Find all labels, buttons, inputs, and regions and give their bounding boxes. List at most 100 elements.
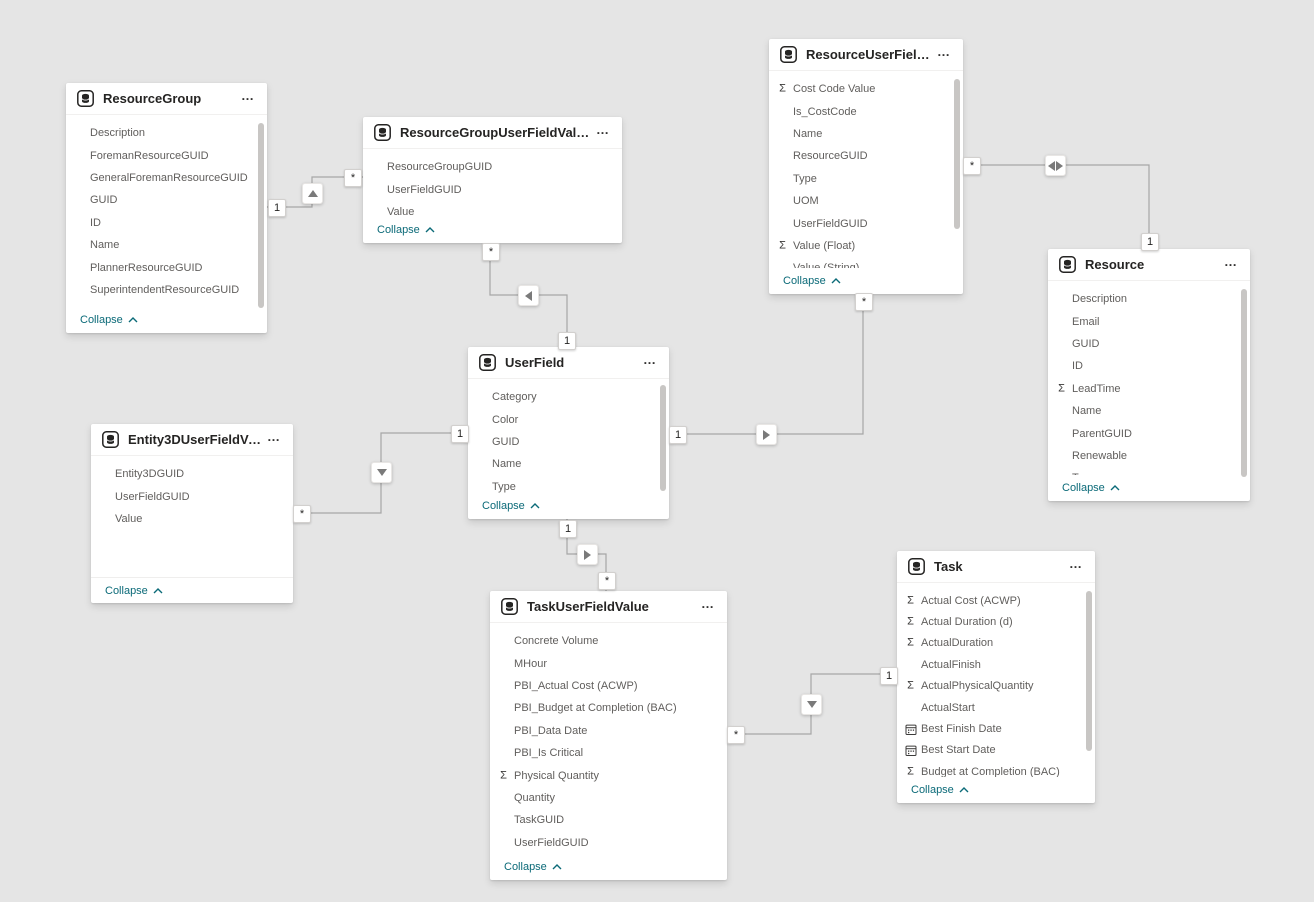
field-row[interactable]: UserFieldGUID (769, 212, 963, 234)
cardinality-badge[interactable]: 1 (268, 199, 286, 217)
field-row[interactable]: Name (66, 234, 267, 256)
field-row[interactable]: MHour (490, 652, 727, 674)
field-row[interactable]: ActualStart (897, 697, 1095, 718)
cardinality-badge[interactable]: * (482, 243, 500, 261)
field-row[interactable]: Quantity (490, 787, 727, 809)
scrollbar-thumb[interactable] (954, 79, 960, 229)
field-row[interactable]: Email (1048, 310, 1250, 332)
field-row[interactable]: Description (66, 122, 267, 144)
scrollbar-thumb[interactable] (1086, 591, 1092, 751)
cardinality-badge[interactable]: * (963, 157, 981, 175)
more-options-button[interactable]: … (267, 428, 281, 444)
filter-direction-left-icon[interactable] (518, 285, 539, 306)
field-row[interactable]: Best Start Date (897, 740, 1095, 761)
field-row[interactable]: GeneralForemanResourceGUID (66, 167, 267, 189)
field-row[interactable]: Name (1048, 400, 1250, 422)
field-row[interactable]: Type (1048, 467, 1250, 475)
table-card-header[interactable]: ResourceGroupUserFieldValue… (363, 117, 622, 149)
field-row[interactable]: Name (769, 123, 963, 145)
collapse-button[interactable]: Collapse (377, 224, 435, 236)
field-row[interactable]: GUID (66, 189, 267, 211)
more-options-button[interactable]: … (701, 595, 715, 611)
field-row[interactable]: Is_CostCode (769, 100, 963, 122)
field-row[interactable]: Value (363, 201, 622, 217)
cardinality-badge[interactable]: * (344, 169, 362, 187)
cardinality-badge[interactable]: * (293, 505, 311, 523)
field-row[interactable]: Renewable (1048, 445, 1250, 467)
field-row[interactable]: UserFieldGUID (363, 178, 622, 200)
field-row[interactable]: ID (1048, 355, 1250, 377)
more-options-button[interactable]: … (241, 87, 255, 103)
table-card-header[interactable]: Entity3DUserFieldValue… (91, 424, 293, 456)
relationship-line-userfield-to-rufv[interactable] (669, 294, 864, 435)
field-row[interactable]: Name (468, 453, 669, 475)
filter-direction-down-icon[interactable] (371, 462, 392, 483)
more-options-button[interactable]: … (1069, 555, 1083, 571)
field-row[interactable]: GUID (1048, 333, 1250, 355)
field-row[interactable]: ForemanResourceGUID (66, 144, 267, 166)
field-row[interactable]: SuperintendentResourceGUID (66, 279, 267, 301)
field-row[interactable]: ResourceGUID (769, 145, 963, 167)
filter-direction-right-icon[interactable] (577, 544, 598, 565)
filter-direction-right-icon[interactable] (756, 424, 777, 445)
field-row[interactable]: PlannerResourceGUID (66, 256, 267, 278)
table-card-header[interactable]: Resource… (1048, 249, 1250, 281)
field-row[interactable]: Value (String) (769, 257, 963, 268)
field-row[interactable]: Category (468, 386, 669, 408)
collapse-button[interactable]: Collapse (105, 585, 163, 597)
field-row[interactable]: Best Finish Date (897, 718, 1095, 739)
field-row[interactable]: URL (66, 301, 267, 307)
field-row[interactable]: PBI_Budget at Completion (BAC) (490, 697, 727, 719)
collapse-button[interactable]: Collapse (504, 861, 562, 873)
filter-direction-up-icon[interactable] (302, 183, 323, 204)
filter-direction-both-icon[interactable] (1045, 155, 1066, 176)
collapse-button[interactable]: Collapse (80, 314, 138, 326)
field-row[interactable]: Entity3DGUID (91, 463, 293, 485)
field-row[interactable]: ID (66, 212, 267, 234)
scrollbar-thumb[interactable] (258, 123, 264, 308)
scrollbar-thumb[interactable] (660, 385, 666, 491)
more-options-button[interactable]: … (596, 121, 610, 137)
field-row[interactable]: ParentGUID (1048, 422, 1250, 444)
field-row[interactable]: PBI_Data Date (490, 720, 727, 742)
field-row[interactable]: PBI_Actual Cost (ACWP) (490, 675, 727, 697)
collapse-button[interactable]: Collapse (1062, 482, 1120, 494)
field-row[interactable]: PBI_Is Critical (490, 742, 727, 764)
cardinality-badge[interactable]: * (598, 572, 616, 590)
more-options-button[interactable]: … (643, 351, 657, 367)
table-card-header[interactable]: ResourceGroup… (66, 83, 267, 115)
table-card-header[interactable]: ResourceUserFieldValue… (769, 39, 963, 71)
table-card-header[interactable]: Task… (897, 551, 1095, 583)
cardinality-badge[interactable]: 1 (1141, 233, 1159, 251)
more-options-button[interactable]: … (1224, 253, 1238, 269)
field-row[interactable]: ActualFinish (897, 654, 1095, 675)
table-card-header[interactable]: TaskUserFieldValue… (490, 591, 727, 623)
more-options-button[interactable]: … (937, 43, 951, 59)
filter-direction-down-icon[interactable] (801, 694, 822, 715)
collapse-button[interactable]: Collapse (482, 500, 540, 512)
table-card-resource-group-user-field-value[interactable]: ResourceGroupUserFieldValue…ResourceGrou… (363, 117, 622, 243)
relationship-line-rufv-to-resource[interactable] (963, 164, 1150, 249)
field-row[interactable]: UserFieldGUID (490, 832, 727, 854)
field-row[interactable]: UOM (769, 190, 963, 212)
cardinality-badge[interactable]: 1 (558, 332, 576, 350)
cardinality-badge[interactable]: 1 (880, 667, 898, 685)
collapse-button[interactable]: Collapse (911, 784, 969, 796)
field-row[interactable]: Type (468, 476, 669, 493)
collapse-button[interactable]: Collapse (783, 275, 841, 287)
field-row[interactable]: Description (1048, 288, 1250, 310)
